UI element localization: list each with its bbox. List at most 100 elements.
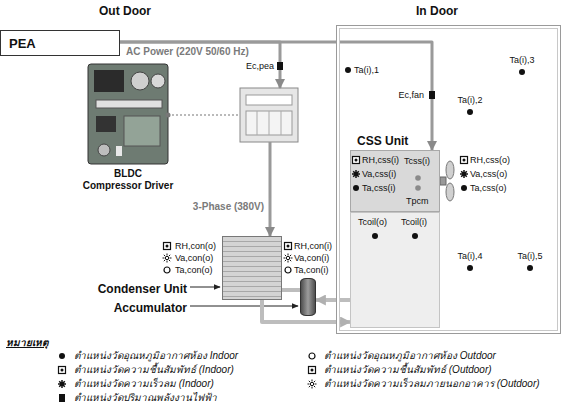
wire-end	[166, 113, 171, 118]
sensor-label: Tpcm	[406, 196, 429, 207]
sensor-label: Ta(i),3	[509, 55, 534, 66]
component	[116, 146, 122, 156]
humidity-sensor	[164, 243, 171, 250]
refrigerant-pipe	[316, 298, 350, 302]
terminal-block	[246, 111, 292, 135]
legend-text: ตำแหน่งวัดอุณหภูมิอากาศห้อง Outdoor	[324, 350, 496, 362]
legend-text: ตำแหน่งวัดความเร็วลม (Indoor)	[74, 378, 214, 390]
leader-line	[190, 306, 298, 307]
temperature-sensor	[285, 267, 291, 273]
sensor-label: Va,css(o)	[470, 169, 507, 180]
part-name: BLDC	[114, 168, 142, 180]
meter-label: Ec,pea	[246, 61, 274, 72]
section-heading: Out Door	[99, 4, 151, 18]
power-cable	[269, 142, 272, 198]
leader-line	[190, 287, 220, 288]
sensor-label: RH,con(o)	[175, 241, 216, 252]
temperature-sensor	[164, 267, 170, 273]
legend-symbol	[309, 367, 316, 374]
signal-wire	[168, 114, 238, 115]
sensor-label: Ta,css(i)	[362, 183, 396, 194]
temperature-sensor	[345, 67, 351, 73]
fan-blade	[446, 161, 454, 179]
temperature-sensor	[461, 185, 467, 191]
capacitor	[131, 72, 149, 90]
legend-symbol	[59, 353, 65, 359]
energy-meter	[429, 91, 435, 99]
legend-symbol	[59, 367, 66, 374]
sensor-label: RH,css(o)	[470, 155, 510, 166]
legend-text: ตำแหน่งวัดความชื้นสัมพัทธ์ (Outdoor)	[324, 364, 492, 376]
driver-board	[88, 64, 168, 164]
legend-symbol	[309, 353, 315, 359]
sensor-label: Tcss(i)	[404, 156, 430, 167]
sensor-label: Va,con(i)	[294, 253, 329, 264]
temperature-probe	[372, 233, 378, 239]
legend-symbol	[308, 380, 317, 389]
temperature-probe	[415, 185, 421, 191]
power-line	[120, 42, 280, 88]
fan-blade	[446, 183, 454, 201]
refrigerant-pipe	[282, 288, 300, 292]
box-title: PEA	[9, 36, 36, 52]
wind-sensor	[460, 170, 468, 178]
sensor-label: RH,con(i)	[294, 241, 332, 252]
chip	[96, 116, 116, 132]
legend-symbol	[58, 380, 66, 388]
temperature-sensor	[467, 109, 473, 115]
sensor-label: Ta,con(i)	[294, 265, 329, 276]
capacitor	[98, 144, 110, 156]
sensor-label: Ta(i),2	[457, 95, 482, 106]
sensor-label: Tcoil(o)	[358, 217, 387, 228]
connector-label: 3-Phase (380V)	[193, 201, 264, 213]
power-cable	[269, 198, 272, 236]
terminal-divider	[281, 111, 282, 135]
driver-group: BLDCCompressor Driver	[82, 88, 300, 198]
terminal-divider	[269, 111, 270, 135]
wind-sensor	[163, 254, 172, 263]
humidity-sensor	[461, 157, 468, 164]
temperature-sensor	[353, 185, 359, 191]
part-name: Compressor Driver	[83, 180, 174, 192]
humidity-sensor	[285, 243, 292, 250]
temperature-sensor	[519, 69, 525, 75]
sensor-label: RH,css(i)	[362, 155, 399, 166]
heatsink	[94, 70, 124, 92]
pcb-module	[124, 116, 160, 146]
legend-text: ตำแหน่งวัดอุณหภูมิอากาศห้อง Indoor	[74, 350, 238, 362]
sensor-label: Va,css(i)	[362, 169, 396, 180]
connector-strip	[96, 100, 162, 108]
connector-label: AC Power (220V 50/60 Hz)	[126, 46, 249, 58]
sensor-label: Ta,con(o)	[175, 265, 213, 276]
sensor-label: Ta(i),5	[517, 251, 542, 262]
fan-hub	[440, 177, 446, 185]
sensor-label: Tcoil(i)	[401, 217, 427, 228]
legend-heading: หมายเหตุ	[6, 337, 48, 349]
wind-sensor	[284, 254, 293, 263]
energy-meter	[277, 62, 283, 70]
meter-label: Ec,fan	[398, 90, 424, 101]
temperature-probe	[412, 233, 418, 239]
temperature-sensor	[467, 265, 473, 271]
legend-text: ตำแหน่งวัดความเร็วลมภายนอกอาคาร (Outdoor…	[324, 378, 540, 390]
sensor-label: Ta,css(o)	[470, 183, 507, 194]
terminal-divider	[257, 111, 258, 135]
legend-text: ตำแหน่งวัดปริมาณพลังงานไฟฟ้า	[74, 392, 217, 404]
sensor-label: Ta(i),4	[457, 251, 482, 262]
accumulator-cylinder: Accumulator	[300, 278, 316, 316]
legend-text: ตำแหน่งวัดความชื้นสัมพัทธ์ (Indoor)	[74, 364, 234, 376]
driver-box	[240, 88, 298, 142]
sensor-label: Ta(i),1	[354, 65, 379, 76]
terminal-block	[246, 95, 292, 105]
capacitor	[151, 74, 165, 88]
legend-symbol	[59, 394, 65, 402]
humidity-sensor	[353, 157, 360, 164]
part-name: Condenser Unit	[98, 282, 187, 296]
source-box: PEA	[0, 30, 120, 56]
unit-heading: CSS Unit	[357, 134, 408, 148]
sensor-label: Va,con(o)	[175, 253, 213, 264]
temperature-sensor	[527, 265, 533, 271]
part-name: Accumulator	[114, 301, 187, 315]
